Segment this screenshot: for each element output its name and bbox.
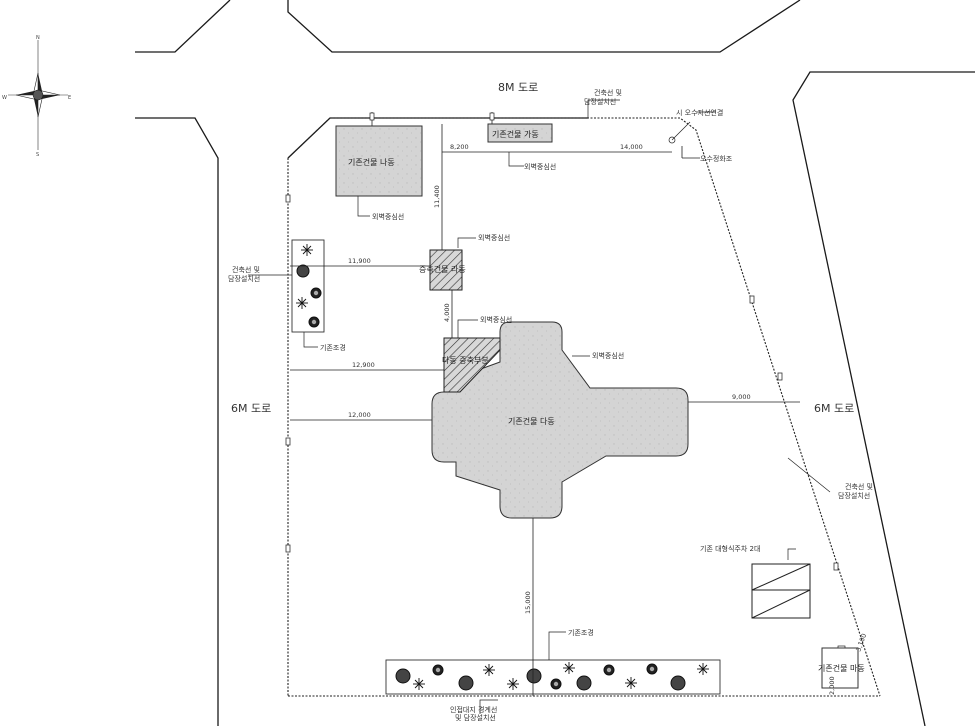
label-setback-left: 건축선 및 담장설치선 — [228, 265, 262, 283]
building-label-ra: 증축건물 라동 — [419, 264, 466, 274]
label-wall-center-4: 외벽중심선 — [480, 315, 512, 324]
leader-lines — [248, 99, 831, 714]
site-boundary — [287, 117, 881, 697]
landscape-area-left — [291, 239, 325, 333]
road-label-east: 6M 도로 — [814, 402, 854, 415]
label-wall-center-3: 외벽중심선 — [478, 233, 510, 242]
building-na — [335, 125, 423, 197]
dimension-11900: 11,900 — [348, 257, 371, 265]
building-ba — [821, 647, 859, 689]
building-ma-addition — [443, 337, 501, 393]
boundary-markers — [285, 194, 839, 571]
dimension-4000: 4,000 — [443, 303, 451, 322]
road-label-north: 8M 도로 — [498, 81, 538, 94]
label-landscape-left: 기존조경 — [320, 343, 346, 352]
compass-east: E — [68, 95, 71, 101]
dimension-15000: 15,000 — [524, 591, 532, 614]
compass-west: W — [2, 95, 7, 101]
compass-rose: N E S W — [2, 35, 71, 158]
building-ga — [487, 123, 553, 143]
label-wall-center-2: 외벽중심선 — [372, 212, 404, 221]
label-setback-right: 건축선 및 담장설치선 — [838, 482, 875, 500]
label-boundary-bottom: 인접대지 경계선 및 담장설치선 — [450, 705, 500, 722]
parking-stalls — [751, 563, 811, 619]
building-ra — [429, 249, 463, 291]
compass-north: N — [36, 35, 40, 41]
dimension-11400: 11,400 — [433, 185, 441, 208]
building-label-na: 기존건물 나동 — [348, 157, 395, 167]
building-da — [431, 321, 689, 519]
label-setback-top: 건축선 및 담장설치선 — [584, 88, 624, 106]
dimension-9000: 9,000 — [732, 393, 751, 401]
dimension-12900: 12,900 — [352, 361, 375, 369]
label-wall-center-5: 외벽중심선 — [592, 351, 624, 360]
label-sewer-connection: 시 오수지선연결 — [676, 108, 723, 117]
label-parking: 기존 대형식주차 2대 — [700, 544, 760, 553]
label-septic-tank: 오수정화조 — [700, 154, 733, 163]
compass-south: S — [36, 152, 39, 158]
building-label-ga: 기존건물 가동 — [492, 129, 539, 139]
dimension-12000: 12,000 — [348, 411, 371, 419]
dimension-8200: 8,200 — [450, 143, 469, 151]
dimension-3100: 3,100 — [854, 632, 868, 652]
dimension-14000: 14,000 — [620, 143, 643, 151]
building-label-da: 기존건물 다동 — [508, 416, 555, 426]
dimension-2000: 2,000 — [828, 676, 836, 695]
label-landscape-bottom: 기존조경 — [568, 628, 594, 637]
label-wall-center-1: 외벽중심선 — [524, 162, 556, 171]
road-label-west: 6M 도로 — [231, 402, 271, 415]
building-label-ma: 다동 증축부분 — [442, 356, 489, 365]
dimension-lines — [290, 112, 800, 696]
trees — [296, 244, 709, 691]
building-label-ba: 기존건물 마동 — [818, 663, 865, 673]
